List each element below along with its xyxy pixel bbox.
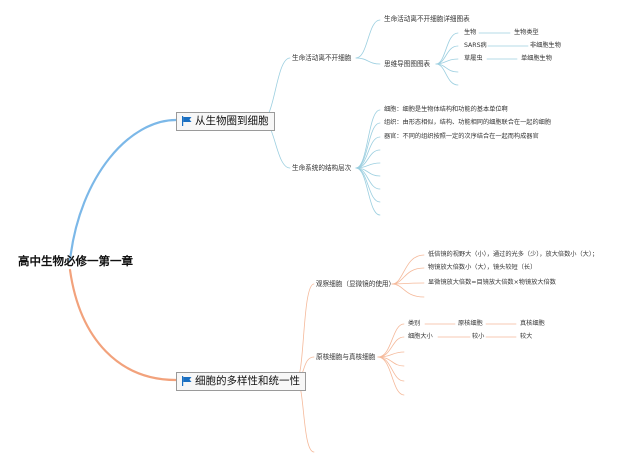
subtopic-life-system-levels[interactable]: 生命系统的结构层次 bbox=[292, 164, 352, 172]
table-cell[interactable]: 原核细胞 bbox=[458, 320, 483, 327]
connector-root-branch2 bbox=[68, 268, 178, 382]
subtopic-observe-cells[interactable]: 观察细胞（显微镜的使用） bbox=[316, 280, 396, 288]
connector-b1-sub1 bbox=[261, 57, 291, 121]
table-cell[interactable]: SARS病 bbox=[464, 42, 487, 49]
table-cell[interactable]: 生物 bbox=[464, 29, 477, 36]
level-item[interactable]: 组织：由形态相似，结构、功能相同的细胞联合在一起的细胞 bbox=[384, 119, 552, 126]
flag-icon bbox=[182, 376, 192, 387]
connector-root-branch1 bbox=[68, 118, 178, 262]
microscope-note[interactable]: 显微镜放大倍数=目镜放大倍数×物镜放大倍数 bbox=[428, 279, 556, 286]
detail-chart-label[interactable]: 生命活动离不开细胞详细图表 bbox=[384, 15, 470, 23]
level-item[interactable]: 器官：不同的组织按照一定的次序结合在一起而构成器官 bbox=[384, 133, 539, 140]
table-cell[interactable]: 较大 bbox=[520, 333, 533, 340]
table-cell[interactable]: 真核细胞 bbox=[520, 320, 545, 327]
table-cell[interactable]: 细胞大小 bbox=[408, 333, 433, 340]
subtopic-prokaryote-eukaryote[interactable]: 原核细胞与真核细胞 bbox=[316, 353, 376, 361]
table-cell[interactable]: 较小 bbox=[472, 333, 485, 340]
branch-from-biosphere-to-cell[interactable]: 从生物圈到细胞 bbox=[176, 112, 275, 131]
flag-icon bbox=[182, 116, 192, 127]
table-cell[interactable]: 草履虫 bbox=[464, 55, 483, 62]
branch-label: 细胞的多样性和统一性 bbox=[195, 375, 300, 387]
mindmap-chart-label[interactable]: 思维导图图图表 bbox=[384, 60, 431, 68]
branch-cell-diversity-unity[interactable]: 细胞的多样性和统一性 bbox=[176, 372, 306, 391]
microscope-note[interactable]: 物镜放大倍数小（大），镜头较短（长） bbox=[428, 264, 537, 271]
root-topic[interactable]: 高中生物必修一第一章 bbox=[18, 254, 133, 268]
table-cell[interactable]: 非细胞生物 bbox=[530, 42, 561, 49]
branch-label: 从生物圈到细胞 bbox=[195, 115, 269, 127]
subtopic-life-activity[interactable]: 生命活动离不开细胞 bbox=[292, 54, 352, 62]
table-cell[interactable]: 类别 bbox=[408, 320, 421, 327]
level-item[interactable]: 细胞：细胞是生物体结构和功能的基本单位啊 bbox=[384, 106, 508, 113]
table-cell[interactable]: 单细胞生物 bbox=[521, 55, 552, 62]
table-cell[interactable]: 生物类型 bbox=[514, 29, 539, 36]
microscope-note[interactable]: 低倍镜的视野大（小），通过的光多（少），放大倍数小（大）； bbox=[428, 251, 599, 258]
